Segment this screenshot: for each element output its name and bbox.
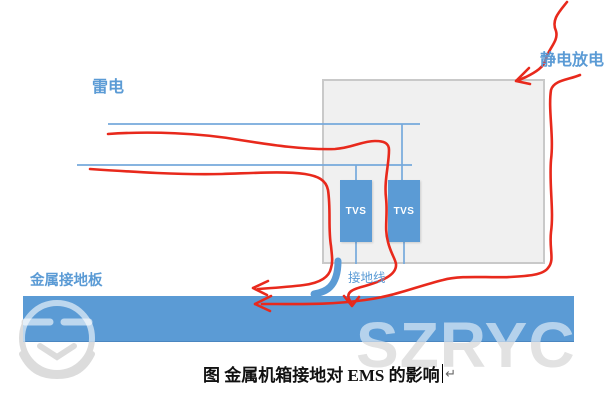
caption-text: 图 金属机箱接地对 EMS 的影响: [203, 366, 440, 385]
figure-caption[interactable]: 图 金属机箱接地对 EMS 的影响 ↵: [203, 361, 456, 386]
red-path-lightning-2: [88, 167, 334, 291]
red-arrowhead-esd: [514, 66, 532, 86]
text-cursor: [441, 364, 444, 383]
lightning-label[interactable]: 雷电: [92, 79, 125, 96]
paragraph-mark: ↵: [445, 365, 456, 381]
red-path-lightning-1: [106, 131, 398, 307]
esd-label[interactable]: 静电放电: [540, 52, 605, 69]
tvs-device-1[interactable]: TVS: [340, 180, 372, 242]
tvs2-label: TVS: [393, 205, 415, 217]
red-path-esd-ground: [260, 73, 582, 306]
red-path-esd-pointer: [517, 0, 569, 82]
tvs-device-2[interactable]: TVS: [388, 180, 420, 242]
red-arrowhead-left-upper: [251, 279, 270, 297]
red-arrowhead-left-lower: [253, 294, 273, 313]
tvs1-label: TVS: [345, 205, 367, 217]
ground-wire-label[interactable]: 接地线: [348, 271, 386, 285]
ground-plate-label[interactable]: 金属接地板: [30, 273, 103, 289]
